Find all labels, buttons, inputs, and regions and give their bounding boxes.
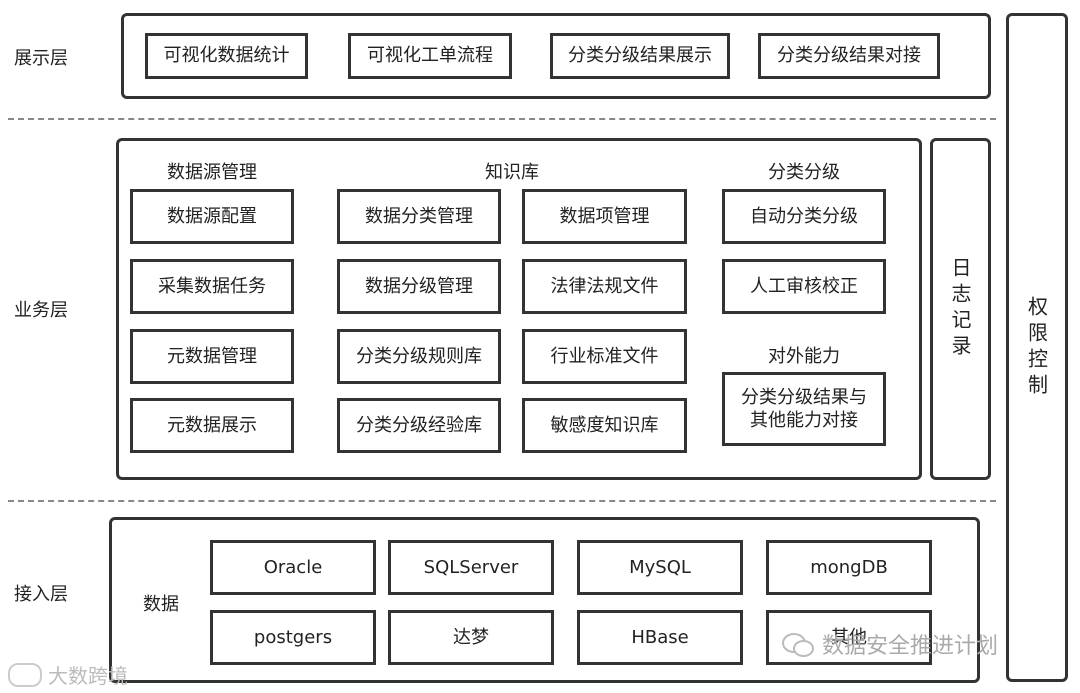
classify-heading: 分类分级: [768, 162, 840, 183]
watermark-left-text: 大数跨境: [48, 664, 128, 688]
display-item: 分类分级结果对接: [758, 33, 940, 79]
datasource-heading: 数据源管理: [167, 162, 257, 183]
knowledge-heading: 知识库: [485, 162, 539, 183]
wechat-icon: [782, 631, 814, 657]
separator-line: [8, 500, 996, 502]
database-item: Oracle: [210, 540, 376, 595]
log-record-box: 日志记录: [930, 138, 991, 480]
knowledge-item: 行业标准文件: [522, 329, 687, 384]
separator-line: [8, 118, 996, 120]
watermark-logo-icon: [8, 662, 42, 687]
display-item: 可视化数据统计: [145, 33, 308, 79]
knowledge-item: 敏感度知识库: [522, 398, 687, 453]
knowledge-item: 分类分级经验库: [337, 398, 501, 453]
knowledge-item: 数据项管理: [522, 189, 687, 244]
external-heading: 对外能力: [768, 346, 840, 367]
display-item: 分类分级结果展示: [550, 33, 730, 79]
database-item: 达梦: [388, 610, 554, 665]
classify-item: 自动分类分级: [722, 189, 886, 244]
datasource-item: 数据源配置: [130, 189, 294, 244]
access-data-label: 数据: [143, 594, 179, 615]
knowledge-item: 数据分类管理: [337, 189, 501, 244]
layer-label-display: 展示层: [14, 48, 68, 69]
database-item: HBase: [577, 610, 743, 665]
auth-control-box: 权限控制: [1006, 13, 1068, 682]
watermark-right-text: 数据安全推进计划: [822, 634, 999, 659]
layer-label-business: 业务层: [14, 300, 68, 321]
knowledge-item: 法律法规文件: [522, 259, 687, 314]
classify-item: 人工审核校正: [722, 259, 886, 314]
datasource-item: 元数据展示: [130, 398, 294, 453]
watermark-left: 大数跨境: [8, 660, 128, 689]
knowledge-item: 分类分级规则库: [337, 329, 501, 384]
database-item: mongDB: [766, 540, 932, 595]
watermark-right: 数据安全推进计划: [782, 628, 998, 660]
database-item: postgers: [210, 610, 376, 665]
knowledge-item: 数据分级管理: [337, 259, 501, 314]
display-item: 可视化工单流程: [348, 33, 512, 79]
datasource-item: 采集数据任务: [130, 259, 294, 314]
layer-label-access: 接入层: [14, 584, 68, 605]
database-item: MySQL: [577, 540, 743, 595]
datasource-item: 元数据管理: [130, 329, 294, 384]
database-item: SQLServer: [388, 540, 554, 595]
external-item: 分类分级结果与其他能力对接: [722, 372, 886, 446]
